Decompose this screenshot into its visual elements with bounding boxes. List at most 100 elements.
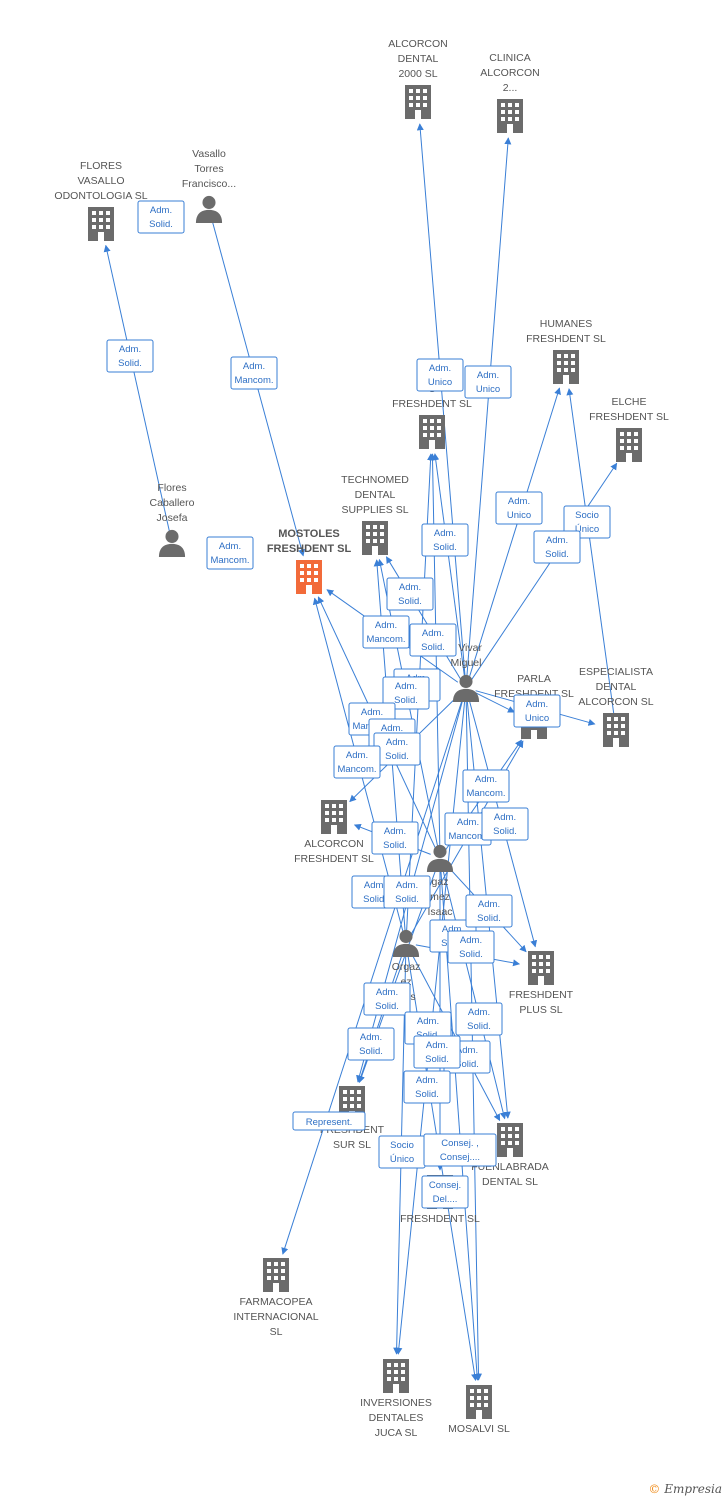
- svg-text:Adm.: Adm.: [426, 1040, 448, 1051]
- person-node[interactable]: VasalloTorresFrancisco...: [182, 148, 236, 223]
- relation-label: Adm. Mancom.: [230, 356, 278, 390]
- node-label: 2000 SL: [398, 68, 437, 80]
- relation-label: Consej. ,Consej....: [423, 1133, 497, 1167]
- building-icon: [88, 207, 114, 241]
- svg-text:Del....: Del....: [433, 1194, 458, 1205]
- relation-edge: [103, 244, 171, 534]
- company-node[interactable]: HUMANES FRESHDENT SL: [526, 318, 606, 384]
- relation-edge: [468, 387, 561, 679]
- node-label: SUR SL: [333, 1139, 371, 1151]
- relation-label: Adm.Solid.: [386, 577, 434, 611]
- relation-label: Adm.Solid.: [382, 676, 430, 710]
- relation-edge: [385, 556, 462, 680]
- svg-text:Adm.: Adm.: [494, 812, 516, 823]
- relations-layer: Adm.Solid.Adm.Solid.Adm.Mancom.Adm.Manco…: [106, 200, 611, 1209]
- svg-text:Adm.: Adm.: [457, 817, 479, 828]
- building-icon: [362, 521, 388, 555]
- person-icon: [392, 929, 420, 957]
- relation-label: Adm.Solid.: [447, 930, 495, 964]
- svg-text:Solid.: Solid.: [398, 596, 422, 607]
- svg-text:Adm.: Adm.: [508, 496, 530, 507]
- node-label: SUPPLIES SL: [341, 504, 408, 516]
- company-node[interactable]: FRESHDENT SL: [400, 1175, 480, 1225]
- svg-text:Adm.: Adm.: [429, 363, 451, 374]
- building-icon: [263, 1258, 289, 1292]
- svg-text:Adm.: Adm.: [243, 361, 265, 372]
- node-label: PARLA: [517, 673, 551, 685]
- company-node[interactable]: GFRESHDENT SL: [392, 383, 472, 449]
- svg-text:Unico: Unico: [428, 377, 452, 388]
- svg-text:Único: Único: [390, 1154, 414, 1165]
- svg-text:Adm.: Adm.: [364, 880, 386, 891]
- relation-label: Adm. Solid.: [106, 339, 154, 373]
- svg-text:Mancom.: Mancom.: [210, 555, 249, 566]
- node-label: TECHNOMED: [341, 474, 409, 486]
- node-label: FRESHDENT SL: [400, 1213, 480, 1225]
- node-label: Francisco...: [182, 178, 236, 190]
- svg-text:Unico: Unico: [507, 510, 531, 521]
- relation-label: Consej.Del....: [421, 1175, 469, 1209]
- svg-text:Consej. ,: Consej. ,: [441, 1138, 479, 1149]
- node-label: JUCA SL: [375, 1427, 418, 1439]
- node-label: Orgaz: [392, 961, 421, 973]
- node-label: FRESHDENT SL: [526, 333, 606, 345]
- company-node[interactable]: MOSALVI SL: [448, 1385, 510, 1435]
- svg-text:Mancom.: Mancom.: [366, 634, 405, 645]
- svg-text:Adm.: Adm.: [422, 628, 444, 639]
- node-label: mez: [430, 891, 450, 903]
- node-label: Torres: [194, 163, 223, 175]
- svg-text:Socio: Socio: [390, 1140, 414, 1151]
- svg-text:Mancom.: Mancom.: [234, 375, 273, 386]
- svg-text:Adm.: Adm.: [119, 344, 141, 355]
- svg-text:Adm.: Adm.: [376, 987, 398, 998]
- svg-text:Adm.: Adm.: [346, 750, 368, 761]
- svg-text:Único: Único: [575, 524, 599, 535]
- svg-text:Solid.: Solid.: [415, 1089, 439, 1100]
- relation-edge: [432, 453, 466, 679]
- building-icon: [497, 99, 523, 133]
- node-label: gaz: [432, 876, 449, 888]
- building-icon: [616, 428, 642, 462]
- node-label: HUMANES: [540, 318, 593, 330]
- svg-text:Adm.: Adm.: [386, 737, 408, 748]
- node-label: ALCORCON SL: [578, 696, 653, 708]
- node-label: ALCORCON: [480, 67, 540, 79]
- svg-text:Unico: Unico: [525, 713, 549, 724]
- copyright-icon: ©: [648, 1482, 661, 1496]
- relation-label: Adm.Solid.: [371, 821, 419, 855]
- relation-label: Adm.Solid.: [363, 982, 411, 1016]
- svg-text:Solid.: Solid.: [118, 358, 142, 369]
- node-label: ALCORCON: [304, 838, 364, 850]
- svg-text:Socio: Socio: [575, 510, 599, 521]
- building-icon: [419, 415, 445, 449]
- svg-text:Adm.: Adm.: [434, 528, 456, 539]
- relation-label: Adm. Unico: [416, 358, 464, 392]
- svg-text:Unico: Unico: [476, 384, 500, 395]
- relation-edge: [441, 867, 507, 1120]
- svg-text:Adm.: Adm.: [477, 370, 499, 381]
- node-label: DENTALES: [369, 1412, 424, 1424]
- node-label: CLINICA: [489, 52, 530, 64]
- svg-text:Solid.: Solid.: [433, 542, 457, 553]
- company-node[interactable]: CLINICAALCORCON2...: [480, 52, 540, 133]
- svg-text:Solid.: Solid.: [545, 549, 569, 560]
- relation-edge: [440, 867, 481, 1381]
- relation-label: Adm. Unico: [495, 491, 543, 525]
- node-label: MOSALVI SL: [448, 1423, 510, 1435]
- svg-text:Adm.: Adm.: [219, 541, 241, 552]
- relation-edge: [416, 123, 466, 679]
